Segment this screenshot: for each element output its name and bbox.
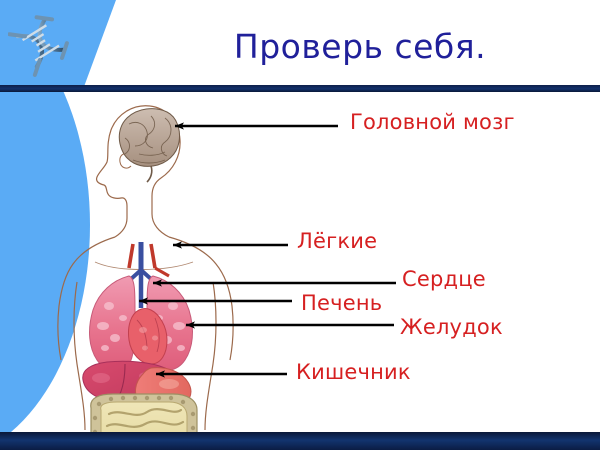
footer-bar [0,432,600,450]
dna-helix-icon [8,15,69,77]
page-title: Проверь себя. [233,27,487,66]
organ-heart [128,308,168,365]
organ-label-stomach: Желудок [400,315,503,339]
header-divider [0,85,600,92]
organ-brain [118,108,180,183]
organ-label-liver: Печень [301,291,383,315]
organ-intestine [90,393,198,432]
organ-label-heart: Сердце [402,267,486,291]
organ-label-intestine: Кишечник [296,360,411,384]
human-body-illustration [57,105,234,432]
organ-label-brain: Головной мозг [350,110,515,134]
organ-label-lungs: Лёгкие [297,229,378,253]
